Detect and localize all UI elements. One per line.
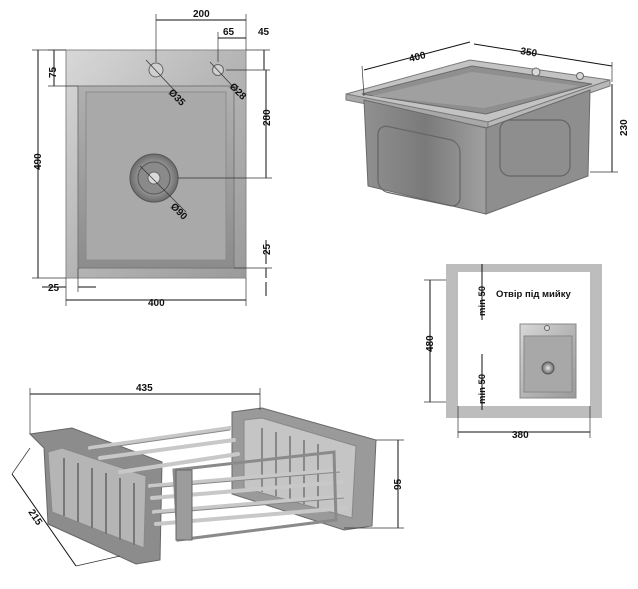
dim-hole-spacing: 65	[223, 27, 235, 38]
dim-total-depth: 490	[33, 153, 44, 170]
cutout-panel: Отвір під мийку	[446, 264, 602, 418]
dim-sink-height: 230	[619, 119, 630, 136]
cutout-min-bottom: min 50	[477, 374, 488, 404]
dim-basket-height: 95	[393, 478, 404, 490]
perspective-dimensions: 400 350 230	[361, 41, 630, 173]
dim-bottom-rim: 25	[262, 243, 273, 255]
dim-width: 400	[148, 298, 165, 309]
dim-side-rim: 25	[48, 283, 60, 294]
cutout-title: Отвір під мийку	[496, 289, 571, 300]
dim-faucet-offset: 200	[193, 9, 210, 20]
cutout-dimensions: 480 380 min 50 min 50	[424, 264, 591, 441]
dim-drain-offset: 280	[262, 109, 273, 126]
dim-cutout-width: 380	[512, 430, 529, 441]
dim-sink-width: 350	[520, 46, 539, 60]
dim-sink-length: 400	[408, 50, 427, 65]
dim-hole-row: 75	[48, 66, 59, 78]
perspective-sink	[345, 59, 611, 215]
dim-cutout-height: 480	[425, 335, 436, 352]
dim-basket-length: 435	[136, 383, 153, 394]
top-view-sink	[65, 49, 247, 279]
basket	[28, 407, 377, 565]
dim-top-margin: 45	[258, 27, 270, 38]
dim-basket-depth: 215	[26, 508, 45, 528]
cutout-min-top: min 50	[477, 286, 488, 316]
